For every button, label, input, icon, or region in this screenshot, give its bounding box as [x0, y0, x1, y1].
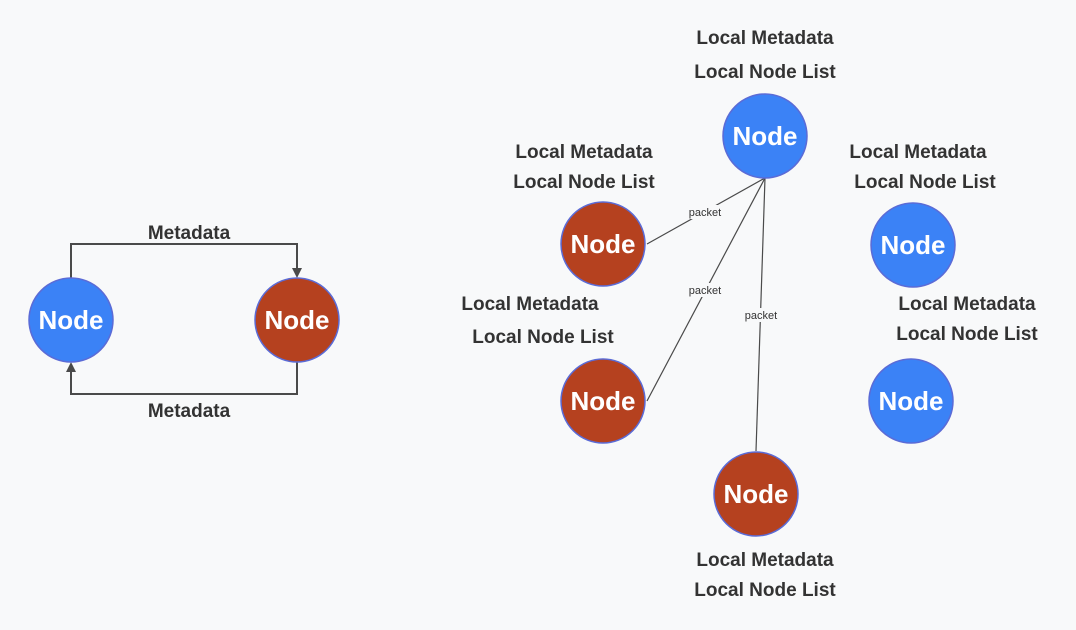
node-label: Node [571, 386, 636, 416]
packet-label-bg [683, 283, 727, 297]
node-red-mid: Local Metadata Local Node List Node [461, 294, 646, 444]
packet-label: packet [689, 207, 721, 219]
local-node-list-label: Local Node List [472, 327, 614, 348]
packet-label-bg [739, 308, 783, 322]
packet-label: packet [689, 285, 721, 297]
top-arrow-label: Metadata [148, 223, 231, 244]
node-blue-bottom: Local Metadata Local Node List Node [868, 294, 1038, 444]
node-label: Node [881, 230, 946, 260]
node-red-bottom: Node Local Metadata Local Node List [694, 451, 836, 601]
node-red-right: Node [254, 277, 340, 363]
local-metadata-label: Local Metadata [898, 294, 1036, 315]
local-metadata-label: Local Metadata [696, 550, 834, 571]
node-blue-left: Node [28, 277, 114, 363]
local-node-list-label: Local Node List [513, 172, 655, 193]
node-red-top: Local Metadata Local Node List Node [513, 142, 655, 287]
node-label: Node [39, 305, 104, 335]
local-metadata-label: Local Metadata [461, 294, 599, 315]
node-hub: Local Metadata Local Node List Node [694, 28, 836, 179]
local-metadata-label: Local Metadata [515, 142, 653, 163]
bottom-arrow-label: Metadata [148, 401, 231, 422]
local-node-list-label: Local Node List [896, 324, 1038, 345]
node-label: Node [571, 229, 636, 259]
packet-label: packet [745, 310, 777, 322]
node-label: Node [879, 386, 944, 416]
local-node-list-label: Local Node List [694, 580, 836, 601]
node-label: Node [724, 479, 789, 509]
local-metadata-label: Local Metadata [696, 28, 834, 49]
top-arrow [70, 243, 302, 278]
packet-label-bg [683, 205, 727, 219]
node-label: Node [265, 305, 330, 335]
local-node-list-label: Local Node List [854, 172, 996, 193]
metadata-exchange-diagram: Metadata Metadata Node Node [28, 223, 340, 422]
node-label: Node [733, 121, 798, 151]
node-blue-top: Local Metadata Local Node List Node [849, 142, 996, 288]
local-metadata-label: Local Metadata [849, 142, 987, 163]
local-node-list-label: Local Node List [694, 62, 836, 83]
bottom-arrow [66, 362, 298, 395]
gossip-network-diagram: packet packet packet Local Metadata Loca… [461, 28, 1038, 601]
